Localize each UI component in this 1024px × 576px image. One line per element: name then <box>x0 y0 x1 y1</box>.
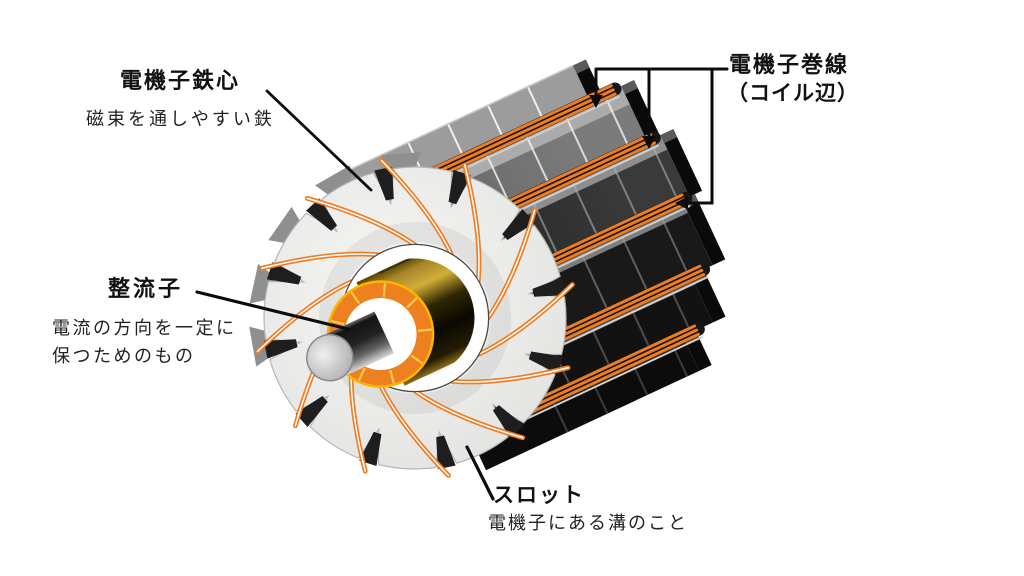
slot-opening <box>502 209 535 241</box>
face-winding-wire-gap <box>487 209 536 319</box>
commutator-segment-line <box>389 369 395 384</box>
commutator-leader-line <box>195 290 350 331</box>
slot-leader-line <box>465 445 495 501</box>
slot-shoulder-highlight <box>526 336 703 420</box>
commutator-segment-line <box>417 328 432 332</box>
winding-wire-body <box>522 324 697 407</box>
lamination-separator <box>526 86 546 123</box>
armature-core-description: 磁束を通しやすい鉄 <box>86 109 275 129</box>
winding-wire-body <box>417 88 615 182</box>
commutator-segment-line <box>382 283 387 297</box>
lamination-separator <box>603 93 631 150</box>
face-winding-wire-gap <box>261 253 380 269</box>
slot-opening <box>448 169 471 205</box>
shaft-end-cap <box>306 333 354 382</box>
core-leader-line <box>265 89 373 192</box>
lamination-row-end-top <box>573 59 590 74</box>
face-winding-wire-gap <box>256 280 353 353</box>
winding-wire-body <box>419 92 617 186</box>
lamination-separator <box>569 176 600 240</box>
face-winding-wire-gap <box>377 380 450 477</box>
commutator-description-line2: 保つためのもの <box>52 345 196 366</box>
face-winding-wire-gap <box>450 367 569 383</box>
slot-opening <box>492 405 524 438</box>
slot-opening <box>263 339 298 359</box>
winding-wire-body <box>415 84 613 178</box>
commutator-description-line1: 電流の方向を一定に <box>52 318 237 338</box>
lamination-separator <box>617 229 651 296</box>
commutator-segment-line <box>331 319 345 326</box>
lamination-separator <box>609 158 640 221</box>
slot-opening <box>374 166 394 201</box>
slot-opening <box>532 277 567 297</box>
face-winding-wire-gap <box>414 390 524 439</box>
hub-shadow-ring <box>319 222 511 414</box>
lamination-separator <box>523 130 552 188</box>
face-winding-wire-gap <box>464 164 480 283</box>
winding-leader-lines <box>594 67 729 205</box>
armature-winding-sublabel: （コイル辺） <box>727 82 859 105</box>
lamination-row-end <box>682 194 726 266</box>
commutator-segment-line <box>410 354 423 365</box>
slot-opening <box>436 435 456 470</box>
winding-arrow-left <box>675 196 688 210</box>
face-winding-wire-gap <box>477 283 574 356</box>
slot-opening <box>295 395 328 427</box>
lamination-row-end-top <box>621 80 638 95</box>
winding-arrow-down-1 <box>589 95 603 108</box>
armature-core-label: 電機子鉄心 <box>120 68 241 93</box>
lamination-row-face <box>469 336 699 471</box>
commutator-label: 整流子 <box>108 276 184 301</box>
armature-winding-label: 電機子巻線 <box>729 52 850 77</box>
lamination-separator <box>648 139 680 203</box>
face-winding-wire-gap <box>380 159 453 256</box>
lamination-row-end-top <box>660 129 678 144</box>
winding-arrow-down-2 <box>642 136 656 149</box>
lamination-row-end <box>660 129 703 197</box>
face-winding-wire-gap <box>306 197 416 246</box>
commutator-assembly <box>306 240 495 393</box>
slot-opening <box>359 431 382 467</box>
lamination-row-end <box>690 269 726 323</box>
commutator-segment-line <box>350 291 360 304</box>
commutator-cylinder-back <box>376 240 495 377</box>
lamination-separator <box>529 195 560 258</box>
winding-arrows <box>589 95 688 210</box>
leader-lines <box>195 67 729 501</box>
winding-wire-body <box>524 328 699 412</box>
lamination-separator <box>577 247 611 314</box>
slot-opening <box>266 262 302 285</box>
body-top-highlight <box>346 65 572 172</box>
commutator-segment-line <box>358 367 366 381</box>
lamination-separator <box>483 149 512 206</box>
lamination-separator <box>657 210 690 277</box>
slot-opening <box>528 351 564 374</box>
commutator-description: 電流の方向を一定に 保つためのもの <box>52 315 237 370</box>
commutator-segment-line <box>406 297 418 309</box>
slot-description: 電機子にある溝のこと <box>488 513 688 533</box>
winding-wire-body <box>526 332 700 416</box>
slot-opening <box>306 198 338 231</box>
lamination-separator <box>563 112 591 169</box>
slot-label: スロット <box>493 484 585 507</box>
